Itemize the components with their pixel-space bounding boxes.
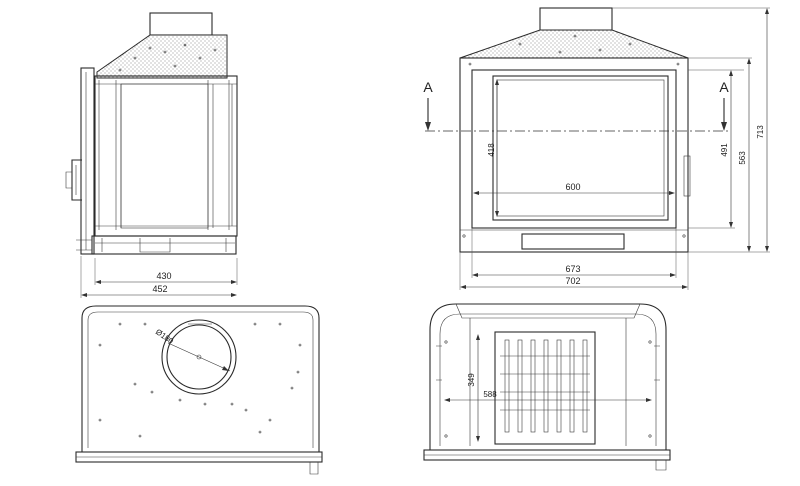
top-flue-inner [166, 324, 232, 390]
front-hood [459, 29, 689, 59]
dim-section-height: 349 [467, 373, 476, 387]
side-door-frame [80, 67, 95, 255]
dim-glass-height: 418 [487, 143, 496, 157]
section-view: 349 588 [423, 303, 671, 471]
side-door-handle [71, 159, 82, 201]
front-glass [492, 75, 669, 221]
side-flue-collar [149, 12, 213, 36]
section-mark-left: A [423, 79, 433, 95]
side-view: 430 452 [65, 12, 238, 298]
section-grate [494, 331, 596, 445]
top-view: Ø180 [75, 305, 323, 475]
top-outline [81, 305, 320, 452]
section-outline [429, 303, 667, 450]
front-frame [471, 69, 677, 229]
dim-section-width: 588 [483, 390, 497, 399]
dim-height-563: 563 [738, 151, 747, 165]
dim-total-height: 713 [756, 125, 765, 139]
dim-side-inner-width: 430 [156, 271, 171, 281]
side-hood [96, 34, 228, 79]
front-view: A A 418 600 491 563 713 [423, 7, 770, 290]
front-flue-collar [539, 7, 613, 33]
section-mark-right: A [719, 79, 729, 95]
dim-glass-width: 600 [565, 182, 580, 192]
top-flue-outer [161, 319, 237, 395]
front-body [459, 57, 689, 253]
side-base [91, 235, 237, 255]
front-plinth [521, 233, 625, 250]
grate-slots [500, 339, 590, 433]
dim-side-outer-width: 452 [152, 284, 167, 294]
dim-frame-width: 673 [565, 264, 580, 274]
dim-total-width: 702 [565, 276, 580, 286]
dim-height-491: 491 [720, 143, 729, 157]
side-body [94, 75, 238, 237]
